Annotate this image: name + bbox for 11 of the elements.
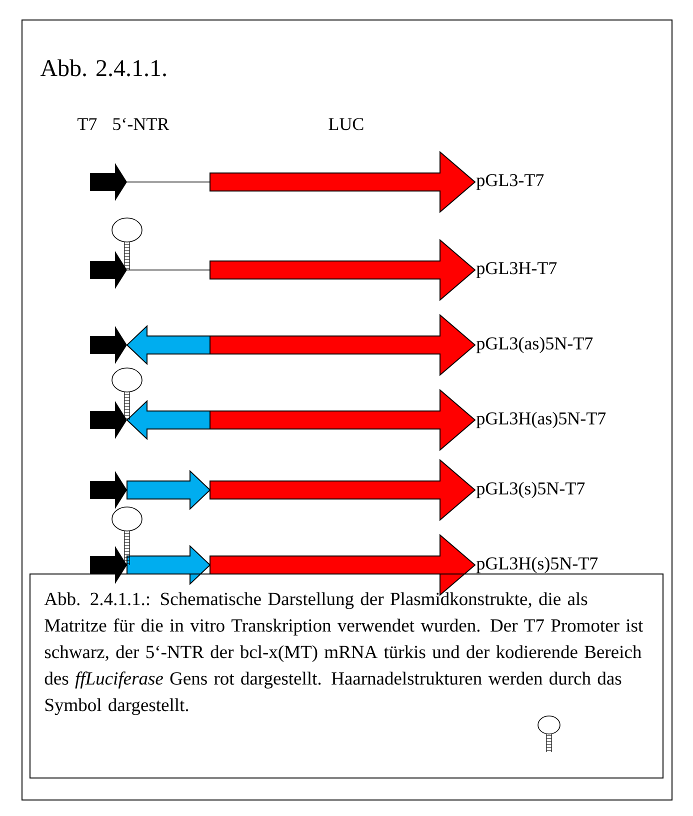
construct-label: pGL3-T7 xyxy=(476,174,544,190)
column-label: T7 xyxy=(78,118,97,130)
construct-label: pGL3H-T7 xyxy=(476,262,557,278)
construct-label: pGL3H(as)5N-T7 xyxy=(476,412,606,428)
caption-text: Abb. 2.4.1.1.: Schematische Darstellung der Plasmidkonstrukte, die als Matritze für die in vitro Transkription verwendet wurden. Der T7 Promoter ist schwarz, der 5‘-NTR der bcl-x(MT) mRNA türkis und der kodierende Bereich des ffLuciferase Gens rot dargestellt. Haarnadelstrukturen werden durch das Symbol dargestellt. xyxy=(44,592,644,716)
construct-label: pGL3H(s)5N-T7 xyxy=(476,556,598,574)
column-label: 5‘-NTR xyxy=(113,118,170,130)
construct-label: pGL3(s)5N-T7 xyxy=(476,482,585,498)
construct-label: pGL3(as)5N-T7 xyxy=(476,336,593,354)
column-label: LUC xyxy=(328,118,364,130)
figure-title: Abb. 2.4.1.1. xyxy=(40,59,166,76)
